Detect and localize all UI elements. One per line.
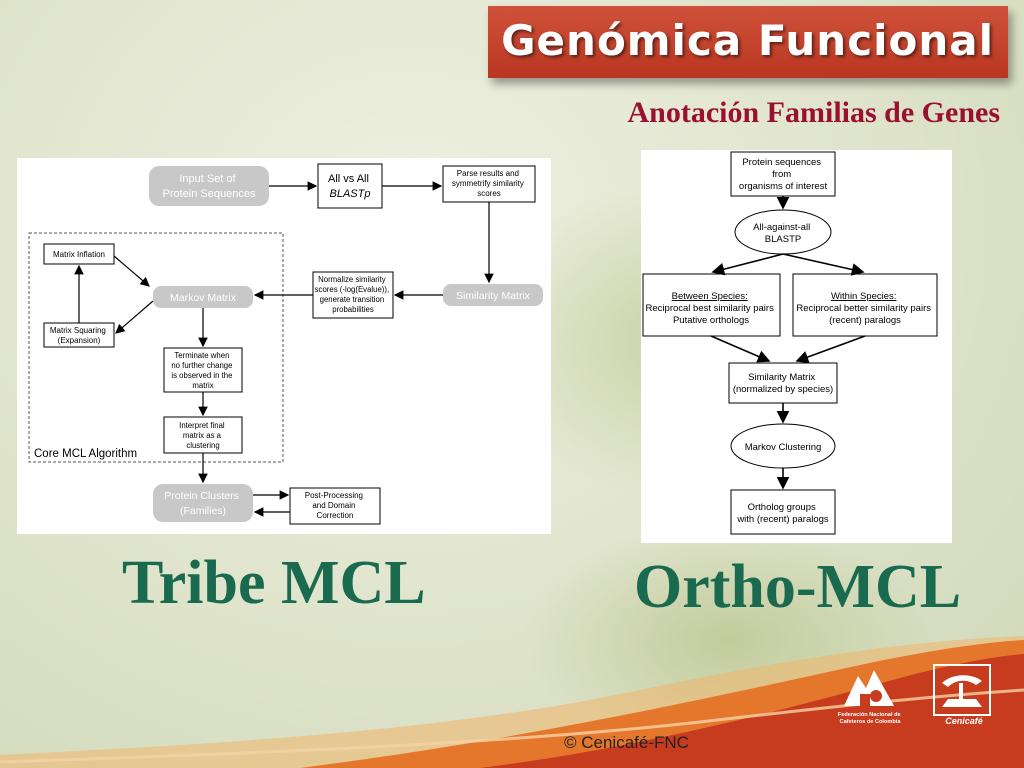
ortho-mcl-caption: Ortho-MCL [634, 553, 962, 621]
protein-clusters-node [153, 484, 253, 522]
within-species-label: Within Species: Reciprocal better simila… [796, 291, 933, 326]
flow-arrows [710, 196, 866, 490]
similarity-matrix-node [728, 362, 838, 404]
terminate-label: Terminate when no further change is obse… [171, 351, 234, 390]
all-against-all-label: All-against-all BLASTP [753, 222, 813, 245]
flow-arrows [74, 181, 494, 517]
blast-label: All vs All BLASTp [328, 173, 372, 200]
tribe-mcl-diagram: Core MCL Algorithm Input Set of Protein … [17, 158, 551, 534]
ortholog-groups-node [730, 489, 836, 535]
similarity-matrix-label: Similarity Matrix [456, 290, 531, 302]
cenicafe-logo: Cenicafé [933, 664, 991, 726]
markov-matrix-label: Markov Matrix [170, 292, 237, 304]
interpret-node [163, 416, 243, 454]
markov-matrix-node [153, 286, 253, 308]
normalize-label: Normalize similarity scores (-log(Evalue… [315, 275, 392, 314]
post-processing-label: Post-Processing and Domain Correction [305, 491, 365, 520]
core-mcl-label: Core MCL Algorithm [34, 448, 137, 460]
ortho-mcl-diagram: Protein sequences from organisms of inte… [641, 150, 952, 543]
blast-node [317, 163, 383, 209]
protein-clusters-label: Protein Clusters (Families) [164, 490, 242, 517]
parse-node [442, 165, 536, 203]
parse-label: Parse results and symmetrify similarity … [452, 169, 526, 198]
input-sequences-node [149, 166, 269, 206]
markov-clustering-label: Markov Clustering [745, 442, 822, 453]
similarity-matrix-node [443, 284, 543, 306]
slide-subtitle: Anotación Familias de Genes [627, 96, 1001, 129]
terminate-node [163, 347, 243, 393]
interpret-label: Interpret final matrix as a clustering [179, 421, 227, 450]
matrix-inflation-node [43, 243, 115, 265]
cenicafe-logo-text: Cenicafé [945, 716, 983, 726]
protein-sequences-label: Protein sequences from organisms of inte… [739, 157, 828, 192]
within-species-node [792, 273, 938, 337]
copyright-footer: © Cenicafé-FNC [564, 733, 689, 752]
input-sequences-label: Input Set of Protein Sequences [163, 173, 256, 200]
normalize-node [312, 271, 394, 319]
matrix-inflation-label: Matrix Inflation [53, 250, 105, 259]
title-banner: Genómica Funcional [488, 6, 1008, 78]
fnc-logo-text: Federación Nacional de Cafeteros de Colo… [838, 712, 902, 725]
ortholog-groups-label: Ortholog groups with (recent) paralogs [736, 502, 829, 525]
tribe-mcl-caption: Tribe MCL [122, 549, 426, 617]
fnc-logo: Federación Nacional de Cafeteros de Colo… [838, 670, 902, 725]
matrix-squaring-label: Matrix Squaring (Expansion) [50, 326, 108, 345]
similarity-matrix-label: Similarity Matrix (normalized by species… [733, 372, 833, 395]
post-processing-node [289, 487, 381, 525]
banner-title: Genómica Funcional [501, 16, 994, 65]
protein-sequences-node [730, 151, 836, 197]
between-species-label: Between Species: Reciprocal best similar… [646, 291, 777, 326]
